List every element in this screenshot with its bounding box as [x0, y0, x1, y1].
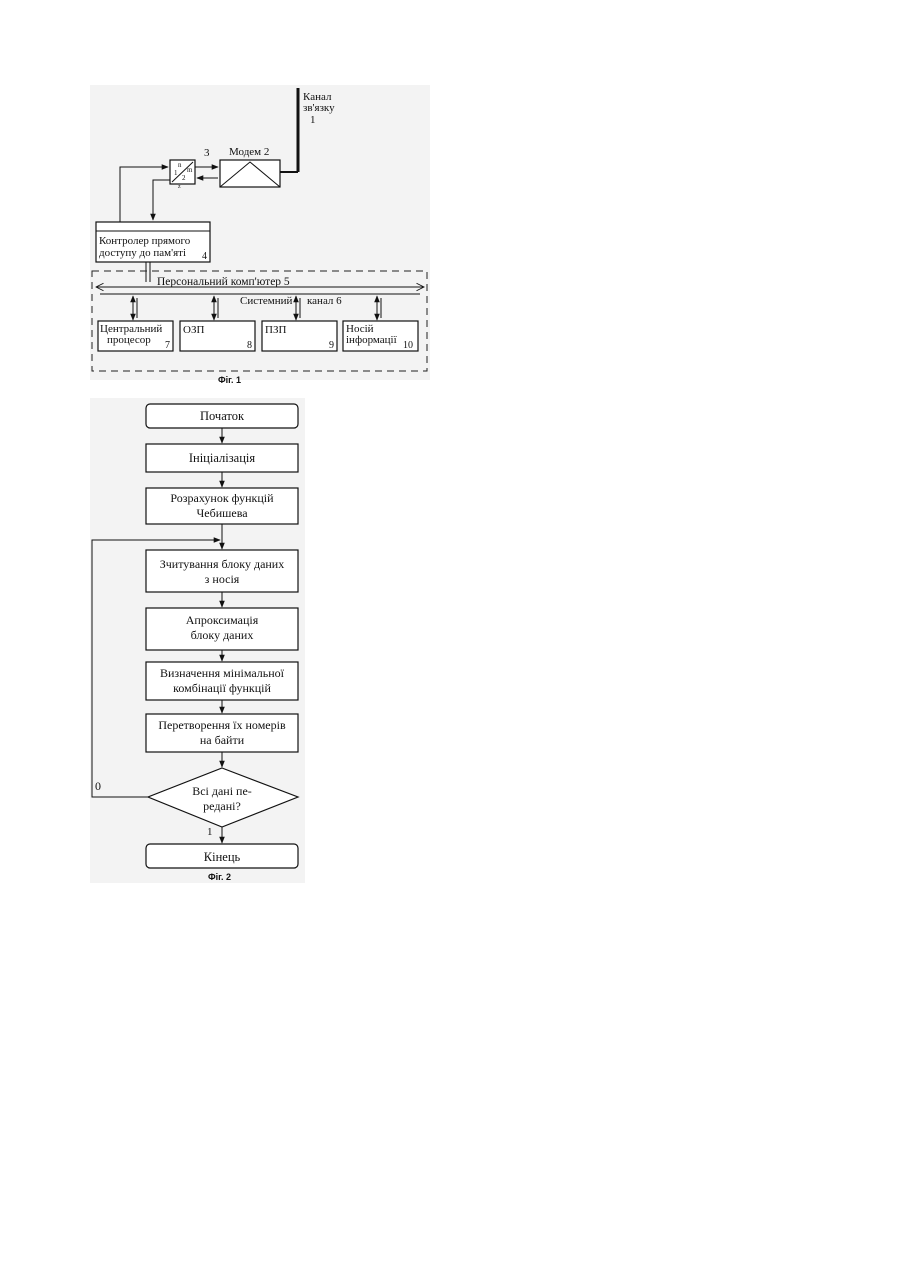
end-label: Кінець	[204, 850, 241, 864]
bus-label-left: Системний	[240, 295, 293, 307]
switch-mark-n: n	[178, 161, 182, 169]
storage-block: Носій інформації 10	[343, 321, 418, 351]
dma-label-1: Контролер прямого	[99, 235, 191, 247]
switch-mark-m: m	[187, 166, 193, 174]
channel-label-2: зв'язку	[303, 102, 335, 114]
read-label-2: з носія	[205, 572, 240, 586]
convert-label-1: Перетворення їх номерів	[158, 718, 286, 732]
rom-number: 9	[329, 340, 334, 351]
figure-1: Канал зв'язку 1 Модем 2 3 1 n 2 m z Конт…	[90, 85, 430, 385]
calc-label-2: Чебишева	[196, 506, 248, 520]
cpu-block: Центральний процесор 7	[98, 321, 173, 351]
decision-label-1: Всі дані пе-	[192, 784, 252, 798]
decision-label-2: редані?	[203, 799, 241, 813]
ram-label: ОЗП	[183, 324, 204, 336]
storage-label-2: інформації	[346, 334, 398, 346]
fig2-caption: Фіг. 2	[208, 872, 231, 882]
bus-label-right: канал 6	[307, 295, 342, 307]
switch-mark-2: 2	[182, 174, 186, 182]
read-label-1: Зчитування блоку даних	[160, 557, 284, 571]
figure-2: Початок Ініціалізація Розрахунок функцій…	[90, 398, 305, 883]
fig1-caption: Фіг. 1	[218, 375, 241, 385]
cpu-number: 7	[165, 340, 170, 351]
dma-number: 4	[202, 251, 207, 262]
calc-label-1: Розрахунок функцій	[170, 491, 274, 505]
convert-label-2: на байти	[200, 733, 245, 747]
modem-block	[220, 160, 280, 187]
start-label: Початок	[200, 409, 245, 423]
cpu-label-2: процесор	[107, 334, 151, 346]
switch-number: 3	[204, 147, 210, 159]
storage-number: 10	[403, 340, 413, 351]
pc-label: Персональний комп'ютер 5	[157, 276, 290, 288]
approx-label-1: Апроксимація	[186, 613, 259, 627]
switch-mark-z: z	[178, 184, 181, 190]
define-label-1: Визначення мінімальної	[160, 666, 285, 680]
rom-block: ПЗП 9	[262, 321, 337, 351]
rom-label: ПЗП	[265, 324, 286, 336]
approx-label-2: блоку даних	[191, 628, 254, 642]
init-label: Ініціалізація	[189, 451, 256, 465]
define-label-2: комбінації функцій	[173, 681, 271, 695]
modem-label: Модем 2	[229, 146, 269, 158]
channel-number: 1	[310, 114, 316, 126]
ram-block: ОЗП 8	[180, 321, 255, 351]
yes-label: 1	[207, 826, 213, 838]
dma-label-2: доступу до пам'яті	[99, 247, 186, 259]
ram-number: 8	[247, 340, 252, 351]
switch-mark-1: 1	[174, 169, 178, 177]
no-label: 0	[95, 779, 101, 793]
